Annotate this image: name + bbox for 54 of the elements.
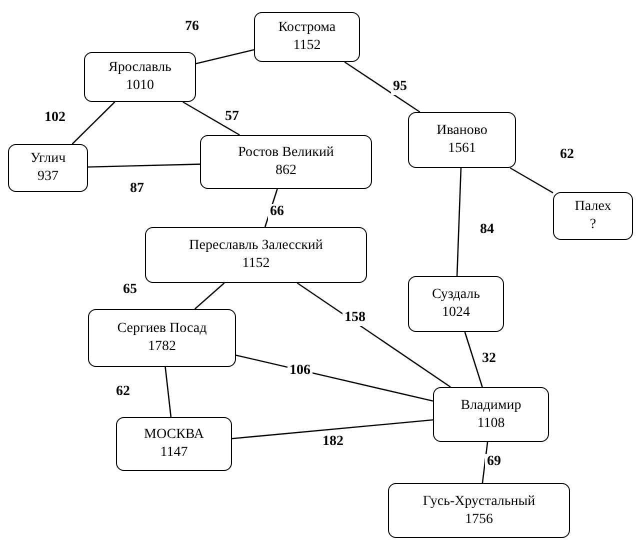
distance-label: 69 xyxy=(485,454,503,470)
city-box xyxy=(408,112,516,168)
city-name: Сергиев Посад xyxy=(117,320,207,338)
city-name: Кострома xyxy=(278,19,336,37)
founding-year: 1108 xyxy=(477,414,505,432)
city-box xyxy=(553,192,633,240)
distance-label: 158 xyxy=(342,310,368,326)
distance-label: 95 xyxy=(391,79,409,95)
city-name: Гусь-Хрустальный xyxy=(422,492,536,510)
city-box xyxy=(254,12,360,62)
founding-year: 937 xyxy=(38,168,58,186)
city-box xyxy=(8,144,88,192)
distance-label: 66 xyxy=(268,204,286,220)
connector-line xyxy=(72,102,116,144)
connector-line xyxy=(344,61,420,113)
founding-year: 1756 xyxy=(465,510,493,528)
distance-label: 57 xyxy=(223,109,241,125)
connector-line xyxy=(182,101,240,136)
connector-line xyxy=(296,282,451,388)
city-name: МОСКВА xyxy=(144,426,204,444)
connector-line xyxy=(482,442,488,484)
founding-year: 1782 xyxy=(148,338,176,356)
connector-line xyxy=(464,332,483,388)
city-name: Ростов Великий xyxy=(238,144,334,162)
city-name: Углич xyxy=(30,150,66,168)
connector-line xyxy=(232,419,434,440)
connector-line xyxy=(456,168,462,276)
city-name: Владимир xyxy=(460,396,522,414)
city-box xyxy=(145,227,367,283)
city-box xyxy=(408,276,504,332)
founding-year: 1147 xyxy=(160,444,188,462)
city-name: Переславль Залесский xyxy=(189,237,323,255)
founding-year: 1010 xyxy=(126,77,154,95)
city-name: Суздаль xyxy=(432,286,480,304)
city-name: Палех xyxy=(574,198,612,216)
connector-line xyxy=(196,49,254,64)
city-box xyxy=(388,483,570,538)
founding-year: 1152 xyxy=(242,255,270,273)
city-name: Иваново xyxy=(436,122,488,140)
city-box xyxy=(84,52,196,102)
city-box xyxy=(88,309,236,367)
connector-line xyxy=(88,164,200,168)
city-box xyxy=(200,135,372,189)
founding-year: 1024 xyxy=(442,304,470,322)
founding-year: 1152 xyxy=(293,37,321,55)
connector-line xyxy=(164,366,172,418)
founding-year: 862 xyxy=(276,162,296,180)
city-box xyxy=(433,387,549,442)
founding-year: 1561 xyxy=(448,140,476,158)
city-box xyxy=(116,417,232,471)
connector-line xyxy=(194,282,225,310)
city-name: Ярославль xyxy=(108,59,172,77)
connector-line xyxy=(510,167,554,194)
founding-year: ? xyxy=(590,216,596,234)
